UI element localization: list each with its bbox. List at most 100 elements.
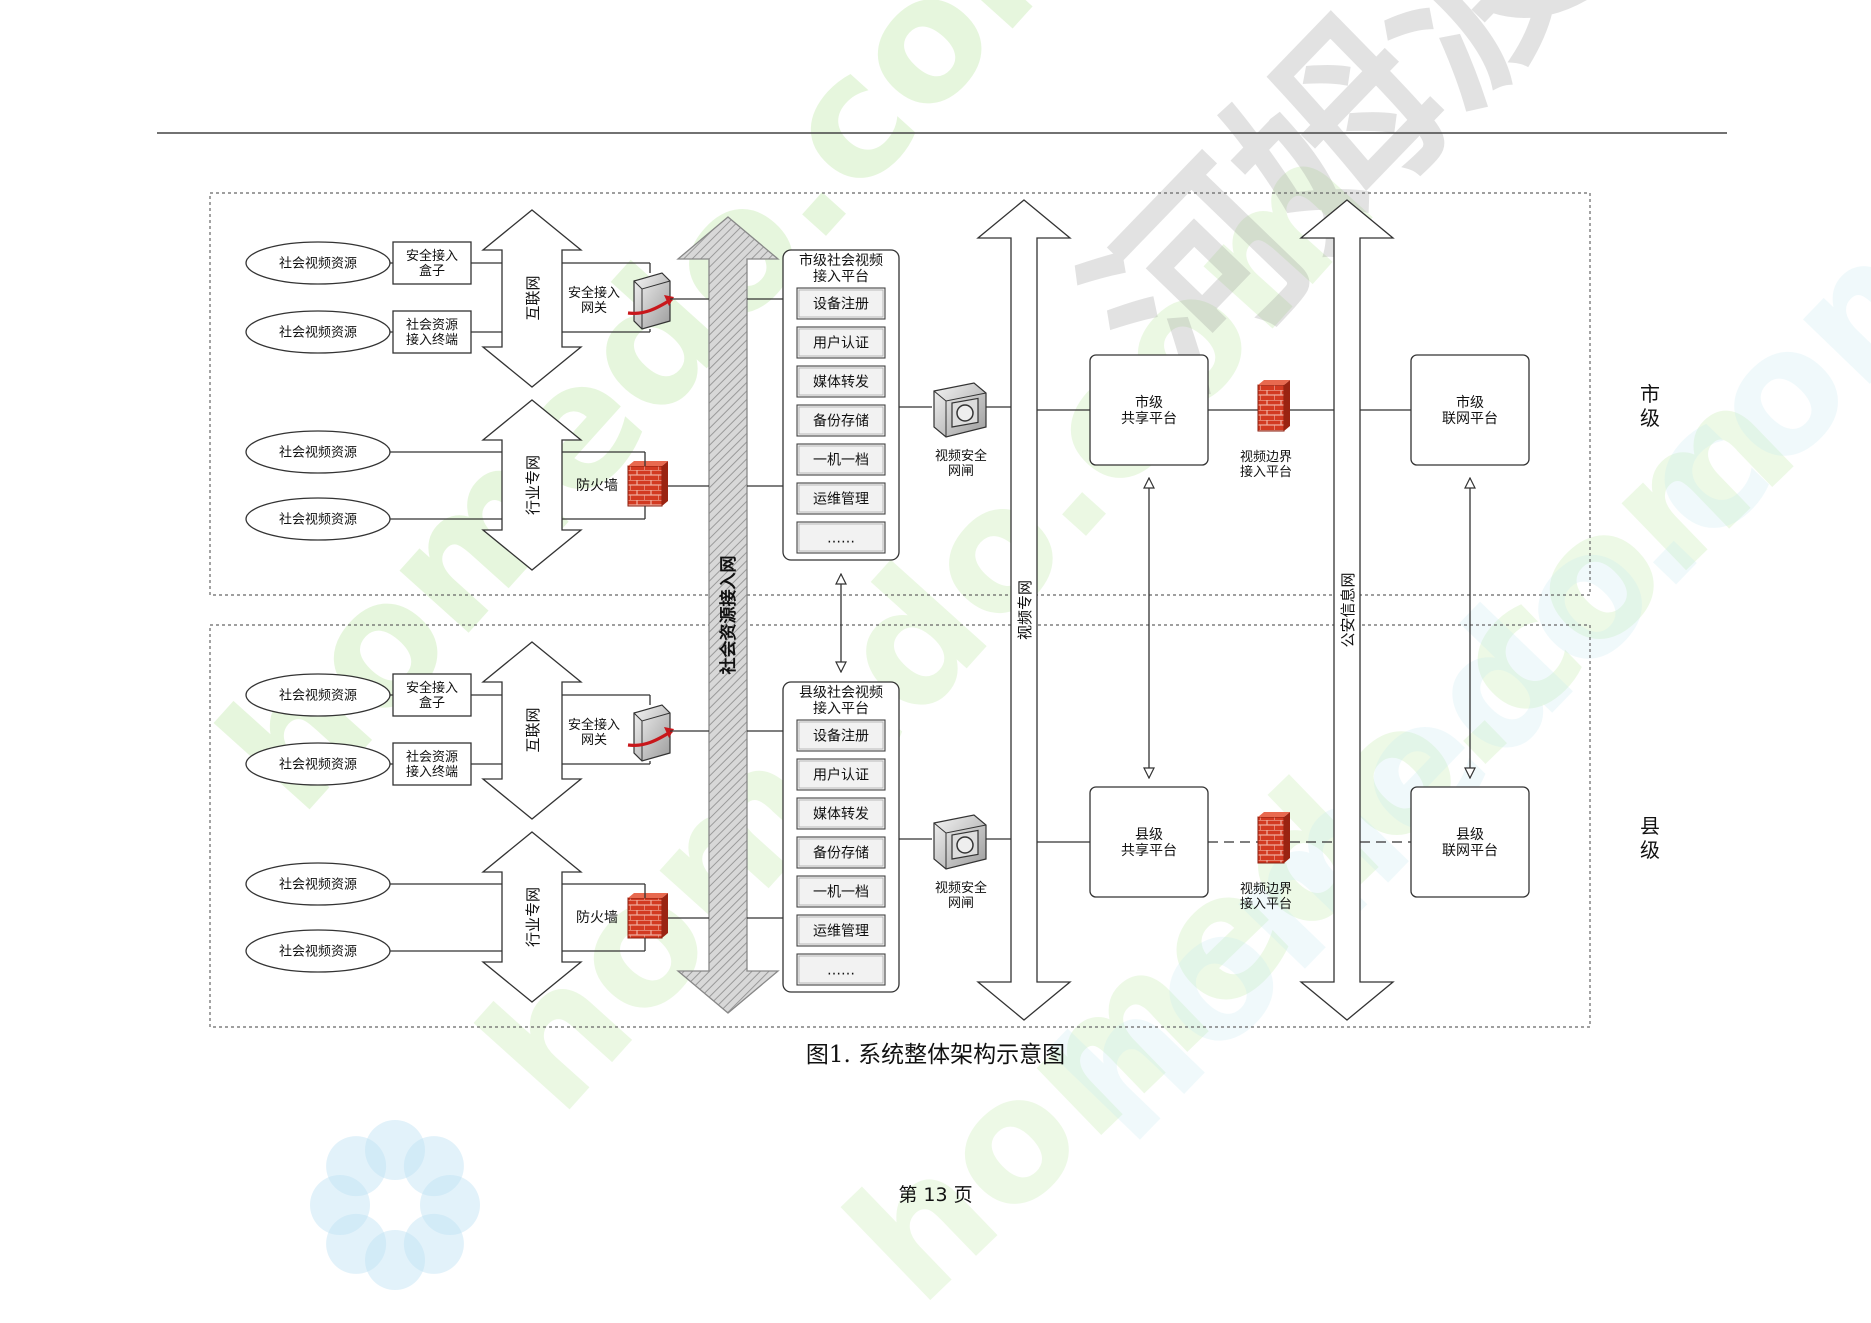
watermark-petal (326, 1213, 387, 1274)
city-module-inner (798, 406, 884, 435)
city-module-inner (798, 484, 884, 513)
city-frame (209, 192, 1591, 596)
city-boundary-firewall-icon (1257, 380, 1290, 432)
county-frame (209, 624, 1591, 1028)
watermark-flower-icon (310, 1120, 480, 1290)
county-share-platform-label: 县级共享平台 (1121, 827, 1177, 859)
city-access-platform-title: 市级社会视频接入平台 (799, 252, 883, 285)
figure-caption: 图1. 系统整体架构示意图 (805, 1042, 1066, 1068)
county-module-inner (798, 838, 884, 867)
watermark-petal (365, 1120, 425, 1180)
county-boundary-platform-label: 视频边界接入平台 (1240, 882, 1292, 912)
county-module-1-label: 设备注册 (813, 728, 869, 745)
county-link-platform-label: 县级联网平台 (1442, 827, 1498, 859)
county-module-inner (798, 955, 884, 984)
county-industry-label: 行业专网 (524, 887, 542, 947)
city-module-2-label: 用户认证 (813, 335, 869, 352)
gateway-body (633, 272, 671, 330)
county-video-gate-icon (933, 814, 987, 870)
city-module-3-label: 媒体转发 (813, 375, 869, 391)
gate-dial (956, 836, 974, 854)
police-network-arrow (1299, 199, 1395, 1021)
firewall-bricks (1257, 384, 1285, 432)
video-network-label: 视频专网 (1016, 580, 1034, 640)
county-module-inner (798, 916, 884, 945)
county-module-2 (796, 758, 886, 791)
social-access-network-arrow (676, 216, 780, 1014)
watermark-petal (326, 1136, 387, 1197)
city-link-platform (1410, 354, 1530, 466)
page-number: 第 13 页 (898, 1184, 973, 1206)
city-module-inner (798, 445, 884, 474)
gateway-arrowhead (664, 295, 674, 306)
county-module-7 (796, 953, 886, 986)
county-module-5 (796, 875, 886, 908)
county-module-4 (796, 836, 886, 869)
diagram-body: 社会资源接入网视频专网公安信息网互联网行业专网社会视频资源社会视频资源社会视频资… (209, 192, 1660, 1028)
county-firewall-label: 防火墙 (576, 910, 618, 926)
county-module-7-label: …… (827, 963, 855, 979)
city-link-platform-label: 市级联网平台 (1442, 394, 1498, 427)
county-module-inner (798, 799, 884, 828)
social-access-network-label: 社会资源接入网 (718, 556, 739, 676)
gateway-body (633, 704, 671, 762)
gateway-arrowhead (664, 727, 674, 738)
city-share-platform-label: 市级共享平台 (1121, 394, 1177, 427)
firewall-bricks (627, 897, 663, 939)
city-access-terminal-label: 社会资源接入终端 (406, 317, 458, 348)
county-module-1 (796, 719, 886, 752)
county-industry-arrow (481, 831, 583, 1003)
city-industry-label: 行业专网 (524, 455, 542, 515)
county-module-3-label: 媒体转发 (813, 807, 869, 823)
city-module-4-label: 备份存储 (813, 413, 869, 430)
county-firewall-icon (627, 893, 668, 939)
city-video-gate-label: 视频安全网闸 (935, 448, 987, 479)
city-module-1 (796, 287, 886, 320)
firewall-top (1258, 380, 1290, 385)
city-access-box (392, 241, 472, 285)
city-firewall-icon (627, 461, 668, 507)
city-module-3 (796, 365, 886, 398)
county-boundary-firewall-icon (1257, 812, 1290, 864)
county-gateway-icon (627, 704, 674, 762)
city-gateway-icon (627, 272, 674, 330)
city-access-box-label: 安全接入盒子 (406, 248, 458, 279)
county-access-platform-title: 县级社会视频接入平台 (799, 685, 883, 717)
county-module-inner (798, 721, 884, 750)
city-access-terminal (392, 310, 472, 354)
city-video-source-4-label: 社会视频资源 (279, 512, 357, 528)
city-module-2 (796, 326, 886, 359)
city-module-inner (798, 523, 884, 552)
county-access-box-label: 安全接入盒子 (406, 680, 458, 711)
city-boundary-platform-label: 视频边界接入平台 (1240, 450, 1292, 480)
firewall-top (1258, 812, 1290, 817)
level-label-county: 县级 (1640, 814, 1660, 862)
city-module-inner (798, 328, 884, 357)
county-gateway-label: 安全接入网关 (568, 717, 620, 748)
county-video-source-3-label: 社会视频资源 (279, 877, 357, 893)
watermark-petal (420, 1175, 480, 1235)
county-video-source-2-label: 社会视频资源 (279, 757, 357, 773)
video-network-arrow (976, 199, 1072, 1021)
county-internet-label: 互联网 (524, 707, 542, 752)
city-industry-arrow (481, 399, 583, 571)
county-video-source-1-label: 社会视频资源 (279, 688, 357, 704)
firewall-top (628, 893, 668, 898)
firewall-side (662, 461, 668, 506)
county-module-3 (796, 797, 886, 830)
city-module-inner (798, 367, 884, 396)
county-video-source-4-label: 社会视频资源 (279, 944, 357, 960)
county-internet-arrow (481, 641, 583, 820)
watermark-petal (365, 1230, 425, 1290)
watermark-petal (310, 1175, 370, 1235)
city-module-7-label: …… (827, 531, 855, 547)
city-firewall-label: 防火墙 (576, 478, 618, 494)
firewall-side (1284, 380, 1290, 431)
county-module-inner (798, 877, 884, 906)
county-link-platform (1410, 786, 1530, 898)
city-video-source-1-label: 社会视频资源 (279, 256, 357, 272)
firewall-side (1284, 812, 1290, 863)
city-module-6-label: 运维管理 (813, 492, 869, 508)
county-video-gate-label: 视频安全网闸 (935, 880, 987, 911)
